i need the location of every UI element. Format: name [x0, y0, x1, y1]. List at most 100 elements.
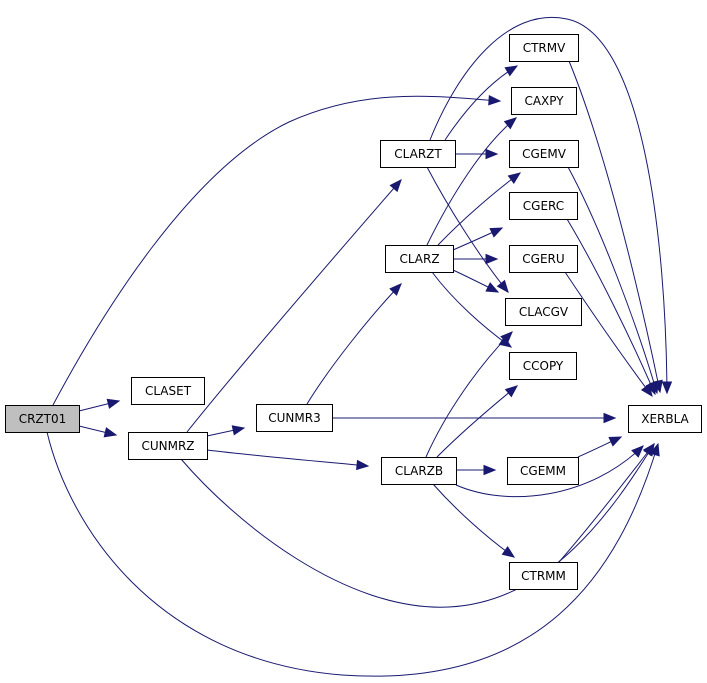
edge-line-ctrmv-to-xerbla [568, 60, 661, 393]
edge-line-clarzb-to-ctrmm [432, 483, 515, 558]
node-cgemv[interactable]: CGEMV [509, 140, 579, 168]
arrowhead-clarzb-to-cgemm [483, 464, 497, 476]
node-ctrmv[interactable]: CTRMV [509, 34, 579, 62]
edge-line-clarzb-to-clacgv [425, 331, 513, 458]
arrowhead-ctrmm-to-xerbla [642, 442, 655, 457]
node-clacgv[interactable]: CLACGV [505, 298, 582, 326]
node-box-ccopy[interactable] [509, 352, 577, 380]
node-clarz[interactable]: CLARZ [385, 245, 454, 273]
edge-cunmr3-to-xerbla [332, 412, 617, 424]
edge-line-cunmrz-to-xerbla [180, 443, 655, 608]
edge-line-clarzt-to-ctrmv [444, 65, 518, 141]
edge-cunmr3-to-clarz [306, 283, 402, 405]
node-caxpy[interactable]: CAXPY [511, 87, 577, 115]
node-box-xerbla[interactable] [628, 405, 702, 433]
edge-line-clarz-to-caxpy [426, 117, 517, 246]
node-label-clarz: CLARZ [399, 252, 439, 266]
node-ctrmm[interactable]: CTRMM [509, 562, 578, 590]
arrowhead-cunmrz-to-clarzt [389, 179, 402, 193]
edge-crzt01-to-caxpy [52, 94, 502, 406]
node-box-cgeru[interactable] [509, 245, 578, 273]
node-label-xerbla: XERBLA [641, 412, 689, 426]
arrowhead-crzt01-to-caxpy [488, 94, 502, 106]
edge-cgeru-to-xerbla [564, 271, 653, 398]
arrowhead-clarz-to-cgerc [489, 227, 504, 238]
edge-clarzt-to-ctrmv [444, 65, 519, 141]
edge-clarzb-to-ccopy [436, 385, 519, 458]
node-cunmrz[interactable]: CUNMRZ [128, 432, 208, 460]
node-box-clarz[interactable] [385, 245, 454, 273]
node-label-cgerc: CGERC [523, 199, 564, 213]
node-box-crzt01[interactable] [5, 405, 80, 433]
edge-ctrmm-to-xerbla [558, 442, 655, 563]
edge-cunmrz-to-cunmr3 [206, 425, 246, 437]
edge-line-ctrmm-to-xerbla [558, 443, 655, 563]
edge-clarzb-to-xerbla [455, 445, 644, 498]
node-label-claset: CLASET [145, 384, 192, 398]
edge-clarz-to-cgerc [452, 227, 504, 251]
node-label-cgemm: CGEMM [520, 464, 566, 478]
node-box-ctrmv[interactable] [509, 34, 579, 62]
edge-line-cunmrz-to-clarzb [206, 449, 369, 467]
edge-cgemm-to-xerbla [577, 436, 623, 458]
arrowhead-crzt01-to-cunmrz [103, 427, 118, 438]
edge-clarzb-to-cgemm [456, 464, 497, 476]
arrowhead-clarzb-to-ccopy [504, 385, 519, 398]
node-clarzb[interactable]: CLARZB [381, 457, 457, 485]
node-box-ctrmm[interactable] [509, 562, 578, 590]
arrowhead-clarzb-to-clacgv [500, 331, 513, 344]
edge-line-cgeru-to-xerbla [564, 271, 653, 397]
arrowhead-clarzb-to-xerbla [631, 445, 644, 458]
node-label-clarzt: CLARZT [394, 147, 442, 161]
call-graph-edges [46, 16, 673, 677]
node-label-cgemv: CGEMV [522, 147, 567, 161]
node-crzt01[interactable]: CRZT01 [5, 405, 80, 433]
edge-clarz-to-caxpy [426, 117, 518, 246]
arrowhead-cunmrz-to-clarzb [356, 459, 370, 471]
edge-clarz-to-ccopy [431, 271, 513, 348]
edge-ctrmv-to-xerbla [568, 60, 663, 394]
node-label-clarzb: CLARZB [395, 464, 443, 478]
arrowhead-crzt01-to-claset [106, 398, 121, 409]
node-box-cgerc[interactable] [509, 192, 578, 220]
node-cunmr3[interactable]: CUNMR3 [256, 404, 333, 432]
edge-clarzb-to-clacgv [425, 331, 513, 458]
arrowhead-clarz-to-clacgv [485, 282, 500, 293]
node-box-cunmrz[interactable] [128, 432, 208, 460]
edge-clarzt-to-cgemv [455, 148, 499, 160]
edge-cgemv-to-xerbla [567, 166, 659, 395]
arrowhead-clarzt-to-ctrmv [504, 65, 519, 77]
node-box-cgemm[interactable] [507, 457, 579, 485]
arrowhead-clarzt-to-xerbla [661, 381, 673, 395]
node-claset[interactable]: CLASET [131, 377, 205, 405]
edge-clarz-to-cgemv [437, 172, 522, 246]
node-cgemm[interactable]: CGEMM [507, 457, 579, 485]
edge-crzt01-to-cunmrz [78, 425, 118, 438]
arrowhead-clarz-to-cgeru [485, 253, 499, 265]
node-box-cgemv[interactable] [509, 140, 579, 168]
node-ccopy[interactable]: CCOPY [509, 352, 577, 380]
node-label-cunmr3: CUNMR3 [268, 411, 320, 425]
node-box-claset[interactable] [131, 377, 205, 405]
arrowhead-cgemm-to-xerbla [608, 436, 623, 447]
edge-clarzt-to-xerbla [429, 16, 673, 395]
edge-line-crzt01-to-xerbla [46, 431, 659, 677]
node-clarzt[interactable]: CLARZT [380, 140, 456, 168]
node-label-cgeru: CGERU [522, 252, 564, 266]
edge-cunmrz-to-clarzb [206, 449, 370, 471]
node-box-clacgv[interactable] [505, 298, 582, 326]
node-xerbla[interactable]: XERBLA [628, 405, 702, 433]
arrowhead-clarzt-to-clacgv [496, 279, 509, 294]
arrowhead-cunmrz-to-cunmr3 [231, 425, 246, 436]
node-box-caxpy[interactable] [511, 87, 577, 115]
call-graph-nodes: CRZT01 CLASET CUNMRZ CUNMR3 CLARZT CLARZ CLARZ… [5, 34, 702, 590]
node-box-cunmr3[interactable] [256, 404, 333, 432]
node-box-clarzt[interactable] [380, 140, 456, 168]
node-label-crzt01: CRZT01 [19, 412, 67, 426]
node-cgerc[interactable]: CGERC [509, 192, 578, 220]
node-cgeru[interactable]: CGERU [509, 245, 578, 273]
node-box-clarzb[interactable] [381, 457, 457, 485]
edge-line-cgemv-to-xerbla [567, 166, 658, 394]
edge-line-clarzb-to-xerbla [455, 445, 644, 498]
